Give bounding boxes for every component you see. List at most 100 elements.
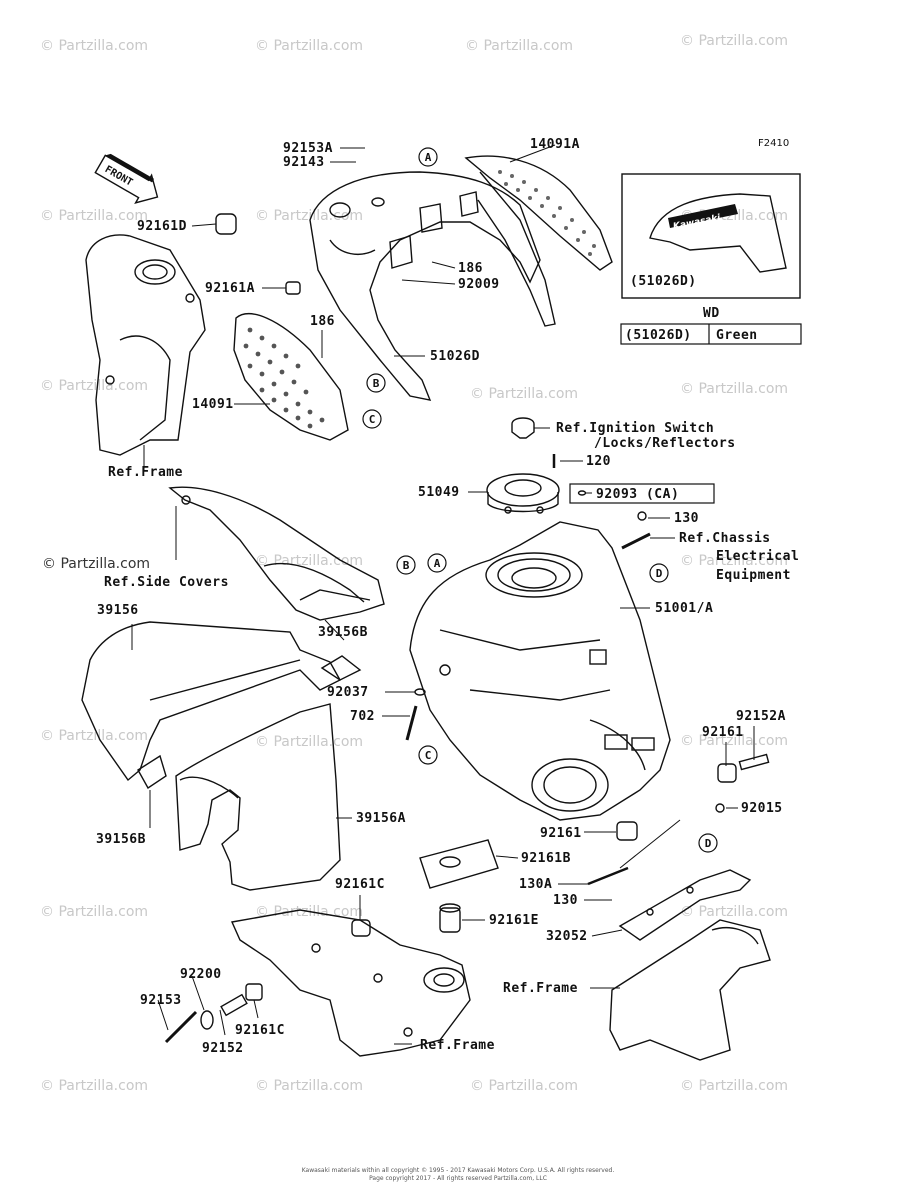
side-cover [168,486,385,621]
label-51049: 51049 [418,485,460,500]
label-51026d: 51026D [430,349,480,364]
label-39156: 39156 [97,603,139,618]
watermark: © Partzilla.com [40,38,148,54]
damper-92161b [419,839,499,889]
label-51001a: 51001/A [655,601,713,616]
ref-circle-a-top: A [418,147,438,167]
label-92015: 92015 [741,801,783,816]
bolt-130a [587,866,629,886]
label-92143: 92143 [283,155,325,170]
label-ref-side-covers: Ref.Side Covers [104,575,229,590]
ca-box: 92093 (CA) [569,483,715,504]
watermark: © Partzilla.com [470,1078,578,1094]
watermark: © Partzilla.com [255,1078,363,1094]
watermark: © Partzilla.com [42,556,150,572]
watermark: © Partzilla.com [680,33,788,49]
label-92037: 92037 [327,685,369,700]
label-130-bottom: 130 [553,893,578,908]
label-92161c-b: 92161C [235,1023,285,1038]
bolt-702 [405,705,418,741]
damper-92161-top [717,763,737,783]
heat-shield-39156b-top [320,655,362,681]
frame-rear [609,919,771,1061]
watermark: © Partzilla.com [40,728,148,744]
decal-callout: (51026D) [630,274,697,289]
label-92153a: 92153A [283,141,333,156]
bolt-92153 [164,1010,198,1044]
svg-text:A: A [425,151,432,164]
label-92161b: 92161B [521,851,571,866]
damper-92161c [351,919,371,937]
svg-text:B: B [373,377,380,390]
label-ref-chassis-1: Ref.Chassis [679,531,771,546]
label-39156a: 39156A [356,811,406,826]
ref-circle-d-bot: D [698,833,718,853]
label-ref-frame-right: Ref.Frame [503,981,578,996]
label-92200: 92200 [180,967,222,982]
frame-lower [230,909,471,1057]
heat-shield-39156b-bottom [137,754,167,790]
footer-copyright: Kawasaki materials within all copyright … [302,1167,615,1174]
watermark: © Partzilla.com [680,904,788,920]
damper-92161c-b [245,983,263,1001]
label-702: 702 [350,709,375,724]
label-120: 120 [586,454,611,469]
front-arrow-icon: FRONT [94,153,159,204]
ref-circle-d-mid: D [649,563,669,583]
label-92009: 92009 [458,277,500,292]
label-92161a: 92161A [205,281,255,296]
damper-92161a [285,281,301,295]
label-39156b-bottom: 39156B [96,832,146,847]
watermark: © Partzilla.com [40,378,148,394]
watermark: © Partzilla.com [470,386,578,402]
fuel-cap-51049 [486,473,560,514]
watermark: © Partzilla.com [40,1078,148,1094]
fuel-tank-51001a [409,521,671,821]
wd-table-color: Green [716,328,758,343]
label-92161-top: 92161 [702,725,744,740]
ref-circle-c-mid: C [418,745,438,765]
side-mesh-14091a [464,155,613,327]
side-mesh-14091 [233,313,349,441]
ref-circle-b-mid: B [396,555,416,575]
damper-92161d [215,213,237,235]
damper-92161-mid [616,821,638,841]
figure-code: F2410 [758,138,789,149]
washer-92200 [200,1010,214,1030]
svg-text:A: A [434,557,441,570]
label-92153: 92153 [140,993,182,1008]
label-92161-mid: 92161 [540,826,582,841]
ca-box-label: 92093 (CA) [596,487,679,502]
label-92161e: 92161E [489,913,539,928]
label-32052: 32052 [546,929,588,944]
watermark: © Partzilla.com [255,38,363,54]
label-92152a: 92152A [736,709,786,724]
part-labels: 92153A 92143 92161D 14091A 186 92009 921… [96,137,799,1056]
ref-circle-c-top: C [362,409,382,429]
leader-lines [131,144,755,1045]
label-14091: 14091 [192,397,234,412]
label-14091a: 14091A [530,137,580,152]
decal-inset: Kawasaki (51026D) [621,173,801,299]
wd-table-code: (51026D) [625,328,692,343]
label-92152: 92152 [202,1041,244,1056]
svg-text:C: C [425,749,432,762]
ref-circle-a-mid: A [427,553,447,573]
label-ref-ignition-1: Ref.Ignition Switch [556,421,714,436]
heat-shield-39156a [175,703,341,891]
watermark: © Partzilla.com [465,38,573,54]
watermark: © Partzilla.com [40,904,148,920]
label-92161c-a: 92161C [335,877,385,892]
svg-text:B: B [403,559,410,572]
footer-page-copyright: Page copyright 2017 - All rights reserve… [369,1175,547,1182]
watermark: © Partzilla.com [680,553,788,569]
watermark: © Partzilla.com [680,733,788,749]
label-130a: 130A [519,877,552,892]
ref-circle-b-top: B [366,373,386,393]
label-130-top: 130 [674,511,699,526]
wd-table: WD (51026D) Green [620,306,802,345]
watermark: © Partzilla.com [680,381,788,397]
watermark: © Partzilla.com [255,553,363,569]
watermark: © Partzilla.com [255,734,363,750]
watermark: © Partzilla.com [40,208,148,224]
